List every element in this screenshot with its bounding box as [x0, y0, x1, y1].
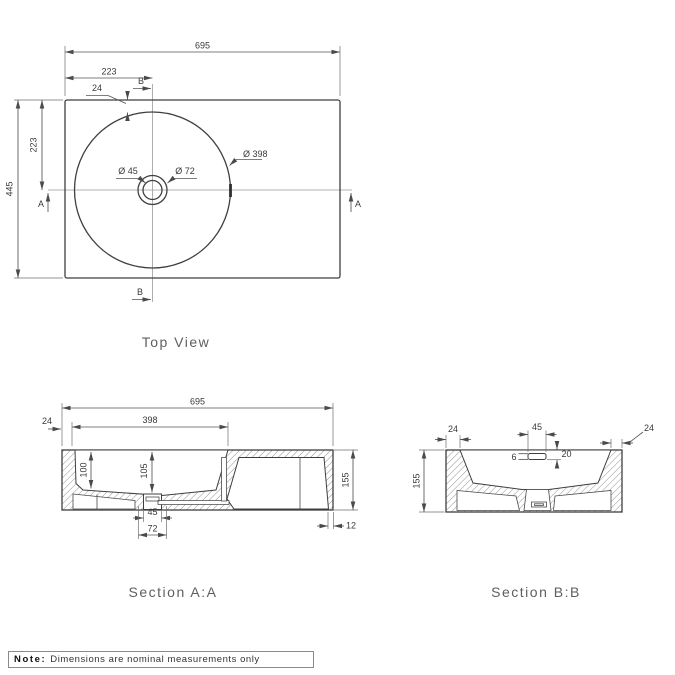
dim-aa-width: 695 — [190, 397, 205, 407]
dia-waste-callout: Ø 72 — [167, 166, 197, 184]
bowl-cavity — [74, 449, 229, 497]
dia-drain-callout: Ø 45 — [116, 166, 146, 184]
drain-circle — [142, 179, 163, 201]
svg-text:Ø 72: Ø 72 — [175, 166, 195, 176]
dim-top-width: 695 — [195, 41, 210, 51]
section-aa-drawing: 695 398 24 100 105 155 45 72 — [42, 397, 358, 600]
overflow-slot-vertical — [221, 457, 227, 502]
under-hollow-right — [553, 490, 612, 511]
overflow-channel — [157, 500, 230, 505]
waste-fitting — [145, 496, 160, 502]
drain-channel-bb — [523, 489, 552, 511]
bowl-cavity-bb — [459, 449, 612, 490]
svg-text:B: B — [137, 287, 143, 297]
section-bb-label: Section B:B — [491, 584, 581, 600]
dim-aa-base-wall: 12 — [346, 521, 356, 531]
marker-b-bottom: B — [132, 287, 151, 302]
svg-text:Ø 398: Ø 398 — [243, 149, 268, 159]
note-label: Note: — [14, 654, 47, 665]
dim-top-centery: 223 — [29, 137, 39, 152]
dim-aa-bowl-width: 398 — [142, 415, 157, 425]
dim-rim-gap-callout: 24 — [86, 83, 130, 122]
waste-fitting-inner-bb — [534, 503, 544, 506]
dim-aa-waste: 72 — [147, 524, 157, 534]
section-aa-label: Section A:A — [129, 584, 218, 600]
dim-bb-overflow-depth: 20 — [562, 449, 572, 459]
marker-a-right: A — [348, 193, 361, 212]
marker-b-top: B — [133, 76, 151, 91]
section-bb-drawing: 24 24 45 20 6 155 Section B:B — [412, 422, 655, 600]
top-view-label: Top View — [142, 334, 211, 350]
dim-bb-height: 155 — [412, 473, 422, 488]
svg-text:A: A — [355, 199, 361, 209]
svg-text:Ø 45: Ø 45 — [118, 166, 138, 176]
note-box: Note: Dimensions are nominal measurement… — [8, 651, 314, 668]
dim-bb-wall-left: 24 — [448, 424, 458, 434]
note-text: Dimensions are nominal measurements only — [50, 654, 260, 665]
dim-aa-wall: 24 — [42, 416, 52, 426]
svg-text:24: 24 — [92, 83, 102, 93]
dim-bb-overflow-width: 45 — [532, 422, 542, 432]
overflow-slot-bb — [527, 453, 547, 460]
dim-top-centerx: 223 — [101, 67, 116, 77]
svg-text:A: A — [38, 199, 44, 209]
top-view-drawing: 695 223 445 223 24 Ø 398 Ø 45 — [5, 41, 362, 351]
dim-aa-depth-center: 105 — [139, 463, 149, 478]
marker-a-left: A — [38, 193, 51, 212]
waste-circle — [137, 174, 168, 206]
basin-outline-top — [64, 99, 341, 279]
dim-aa-height: 155 — [341, 472, 351, 487]
under-bowl-hollow — [72, 493, 136, 510]
svg-text:B: B — [138, 76, 144, 86]
dim-aa-depth-left: 100 — [79, 462, 89, 477]
dim-bb-wall-right: 24 — [644, 423, 654, 433]
dim-bb-overflow-height: 6 — [511, 452, 516, 462]
dim-top-depth: 445 — [5, 181, 15, 196]
waste-fitting-bb — [531, 501, 547, 508]
under-hollow-left — [456, 490, 521, 511]
dim-aa-drain: 45 — [147, 507, 157, 517]
dia-bowl-callout: Ø 398 — [229, 149, 268, 166]
under-hollow — [226, 457, 330, 510]
